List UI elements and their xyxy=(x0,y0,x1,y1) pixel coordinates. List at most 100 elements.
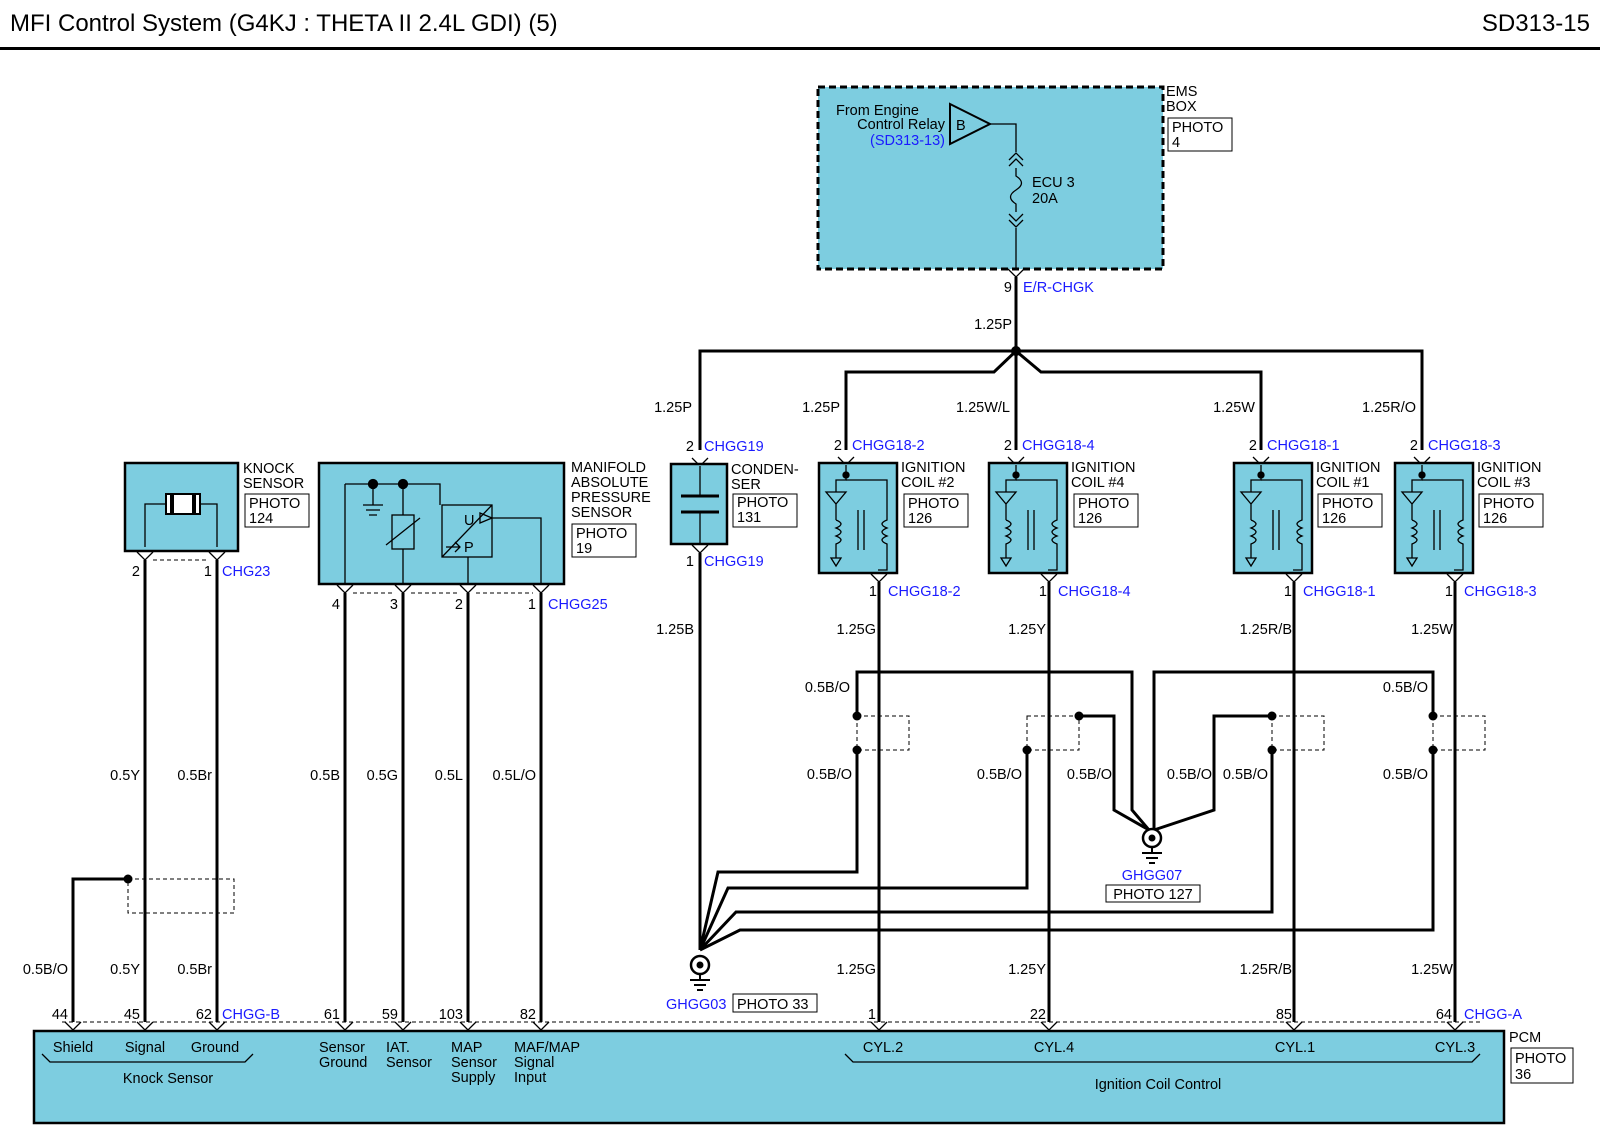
coil2-pin-top: 2 xyxy=(834,438,842,454)
map-internal-circuit-icon xyxy=(344,478,542,585)
coil4-connector-top[interactable]: CHGG18-4 xyxy=(1022,438,1095,454)
coil1-connector-bottom[interactable]: CHGG18-1 xyxy=(1303,584,1376,600)
map-photo-number: 19 xyxy=(576,541,592,557)
coil1-connector-top[interactable]: CHGG18-1 xyxy=(1267,438,1340,454)
map-label-2: ABSOLUTE xyxy=(571,475,649,491)
pcm-pin: 82 xyxy=(520,1007,536,1023)
from-engine-label: From Engine xyxy=(836,103,919,119)
coil1-wire-top: 1.25W xyxy=(1213,400,1255,416)
pcm-label-ground: Ground xyxy=(191,1040,239,1056)
coil1-pin-top: 2 xyxy=(1249,438,1257,454)
ems-photo-number: 4 xyxy=(1172,135,1180,151)
pcm-pin: 103 xyxy=(439,1007,463,1023)
pcm-module: 44 45 62 CHGG-B 61 59 103 82 1 22 85 64 … xyxy=(32,1007,1574,1125)
shield-wire-label: 0.5B/O xyxy=(1223,767,1268,783)
coil3-connector-bottom[interactable]: CHGG18-3 xyxy=(1464,584,1537,600)
condenser-connector-top[interactable]: CHGG19 xyxy=(704,439,764,455)
pcm-photo-number: 36 xyxy=(1515,1067,1531,1083)
condenser-connector-bottom[interactable]: CHGG19 xyxy=(704,554,764,570)
map-wire-iat: 0.5G xyxy=(367,768,398,784)
coil4-photo-number: 126 xyxy=(1078,511,1102,527)
pcm-photo-tag: PHOTO xyxy=(1515,1051,1566,1067)
pcm-label-signal: Signal xyxy=(125,1040,165,1056)
map-photo-tag: PHOTO xyxy=(576,526,627,542)
pcm-label-iat: IAT. xyxy=(386,1040,410,1056)
ems-out-pin: 9 xyxy=(1004,280,1012,296)
page-title: MFI Control System (G4KJ : THETA II 2.4L… xyxy=(10,10,558,37)
pcm-label-sensor-ground: Sensor xyxy=(319,1040,365,1056)
map-connector[interactable]: CHGG25 xyxy=(548,597,608,613)
map-wire-ground: 0.5B xyxy=(310,768,340,784)
relay-reference-link[interactable]: (SD313-13) xyxy=(870,133,945,149)
pcm-pin: 45 xyxy=(124,1007,140,1023)
coil3-pin-bottom: 1 xyxy=(1445,584,1453,600)
sheet-code: SD313-15 xyxy=(1481,10,1590,37)
coil4-winding-icon xyxy=(994,465,1059,571)
map-label-1: MANIFOLD xyxy=(571,460,646,476)
coil1-wire-lower: 1.25R/B xyxy=(1240,962,1292,978)
ems-box: EMS BOX PHOTO 4 From Engine Control Rela… xyxy=(816,84,1233,278)
condenser-wire-bottom: 1.25B xyxy=(656,622,694,638)
pcm-label-iat-2: Sensor xyxy=(386,1055,432,1071)
coil1-photo-tag: PHOTO xyxy=(1322,496,1373,512)
knock-shield-wire: 0.5B/O xyxy=(23,962,68,978)
coil3-photo-tag: PHOTO xyxy=(1483,496,1534,512)
ground-ghgg03-connector[interactable]: GHGG03 xyxy=(666,997,726,1013)
coil2-photo-tag: PHOTO xyxy=(908,496,959,512)
coil4-wire-bottom: 1.25Y xyxy=(1008,622,1046,638)
coil3-winding-icon xyxy=(1400,465,1465,571)
ems-label-box: BOX xyxy=(1166,99,1197,115)
map-pin-2: 2 xyxy=(455,597,463,613)
coil2-connector-bottom[interactable]: CHGG18-2 xyxy=(888,584,961,600)
ground-ghgg03-icon xyxy=(689,954,711,991)
pcm-label-maf-3: Input xyxy=(514,1070,546,1086)
coil3-connector-top[interactable]: CHGG18-3 xyxy=(1428,438,1501,454)
pcm-label-cyl1: CYL.1 xyxy=(1275,1040,1315,1056)
shield-wire-label: 0.5B/O xyxy=(807,767,852,783)
map-wire-supply: 0.5L xyxy=(435,768,463,784)
shield-network: 0.5B/O 0.5B/O 0.5B/O 0.5B/O 0.5B/O 0.5B/… xyxy=(698,670,1486,952)
coil4-connector-bottom[interactable]: CHGG18-4 xyxy=(1058,584,1131,600)
pcm-pin: 85 xyxy=(1276,1007,1292,1023)
ignition-coil-3: 1.25R/O 2 CHGG18-3 IGNITION COIL #3 PHOT… xyxy=(1362,400,1544,1022)
map-label-4: SENSOR xyxy=(571,505,632,521)
ignition-group-bracket xyxy=(844,1053,1481,1063)
pcm-label-sensor-ground-2: Ground xyxy=(319,1055,367,1071)
pcm-ignition-group-label: Ignition Coil Control xyxy=(1095,1077,1222,1093)
fuse-rating: 20A xyxy=(1032,191,1058,207)
pcm-connector-b[interactable]: CHGG-B xyxy=(222,1007,280,1023)
coil2-winding-icon xyxy=(824,465,889,571)
ems-label: EMS xyxy=(1166,84,1197,100)
knock-ground-wire-lower: 0.5Br xyxy=(177,962,212,978)
knock-photo-tag: PHOTO xyxy=(249,496,300,512)
power-bus xyxy=(698,277,1424,450)
coil2-label-number: COIL #2 xyxy=(901,475,954,491)
pcm-label-cyl2: CYL.2 xyxy=(863,1040,903,1056)
pcm-label-maf: MAF/MAP xyxy=(514,1040,580,1056)
coil2-connector-top[interactable]: CHGG18-2 xyxy=(852,438,925,454)
knock-connector[interactable]: CHG23 xyxy=(222,564,270,580)
knock-ground-wire: 0.5Br xyxy=(177,768,212,784)
knock-sensor-label-2: SENSOR xyxy=(243,476,304,492)
ignition-coil-4: 1.25W/L 2 CHGG18-4 IGNITION COIL #4 PHOT… xyxy=(956,400,1139,1022)
pcm-label-cyl4: CYL.4 xyxy=(1034,1040,1074,1056)
pcm-knock-group-label: Knock Sensor xyxy=(123,1071,213,1087)
coil4-pin-bottom: 1 xyxy=(1039,584,1047,600)
pcm-connector-a[interactable]: CHGG-A xyxy=(1464,1007,1522,1023)
knock-pin-1: 1 xyxy=(204,564,212,580)
condenser-label-2: SER xyxy=(731,477,761,493)
coil3-label: IGNITION xyxy=(1477,460,1541,476)
shield-wire-label: 0.5B/O xyxy=(977,767,1022,783)
coil4-wire-top: 1.25W/L xyxy=(956,400,1010,416)
knock-group-bracket xyxy=(41,1053,254,1063)
pcm-pin: 1 xyxy=(868,1007,876,1023)
map-pin-4: 4 xyxy=(332,597,340,613)
ems-out-connector[interactable]: E/R-CHGK xyxy=(1023,280,1094,296)
coil1-label: IGNITION xyxy=(1316,460,1380,476)
pcm-label-map-3: Supply xyxy=(451,1070,496,1086)
condenser-pin-bottom: 1 xyxy=(686,554,694,570)
ground-ghgg07-connector[interactable]: GHGG07 xyxy=(1122,868,1182,884)
ignition-coil-1: 1.25W 2 CHGG18-1 IGNITION COIL #1 PHOTO … xyxy=(1213,400,1383,1022)
coil2-wire-lower: 1.25G xyxy=(837,962,877,978)
condenser-wire-top: 1.25P xyxy=(654,400,692,416)
